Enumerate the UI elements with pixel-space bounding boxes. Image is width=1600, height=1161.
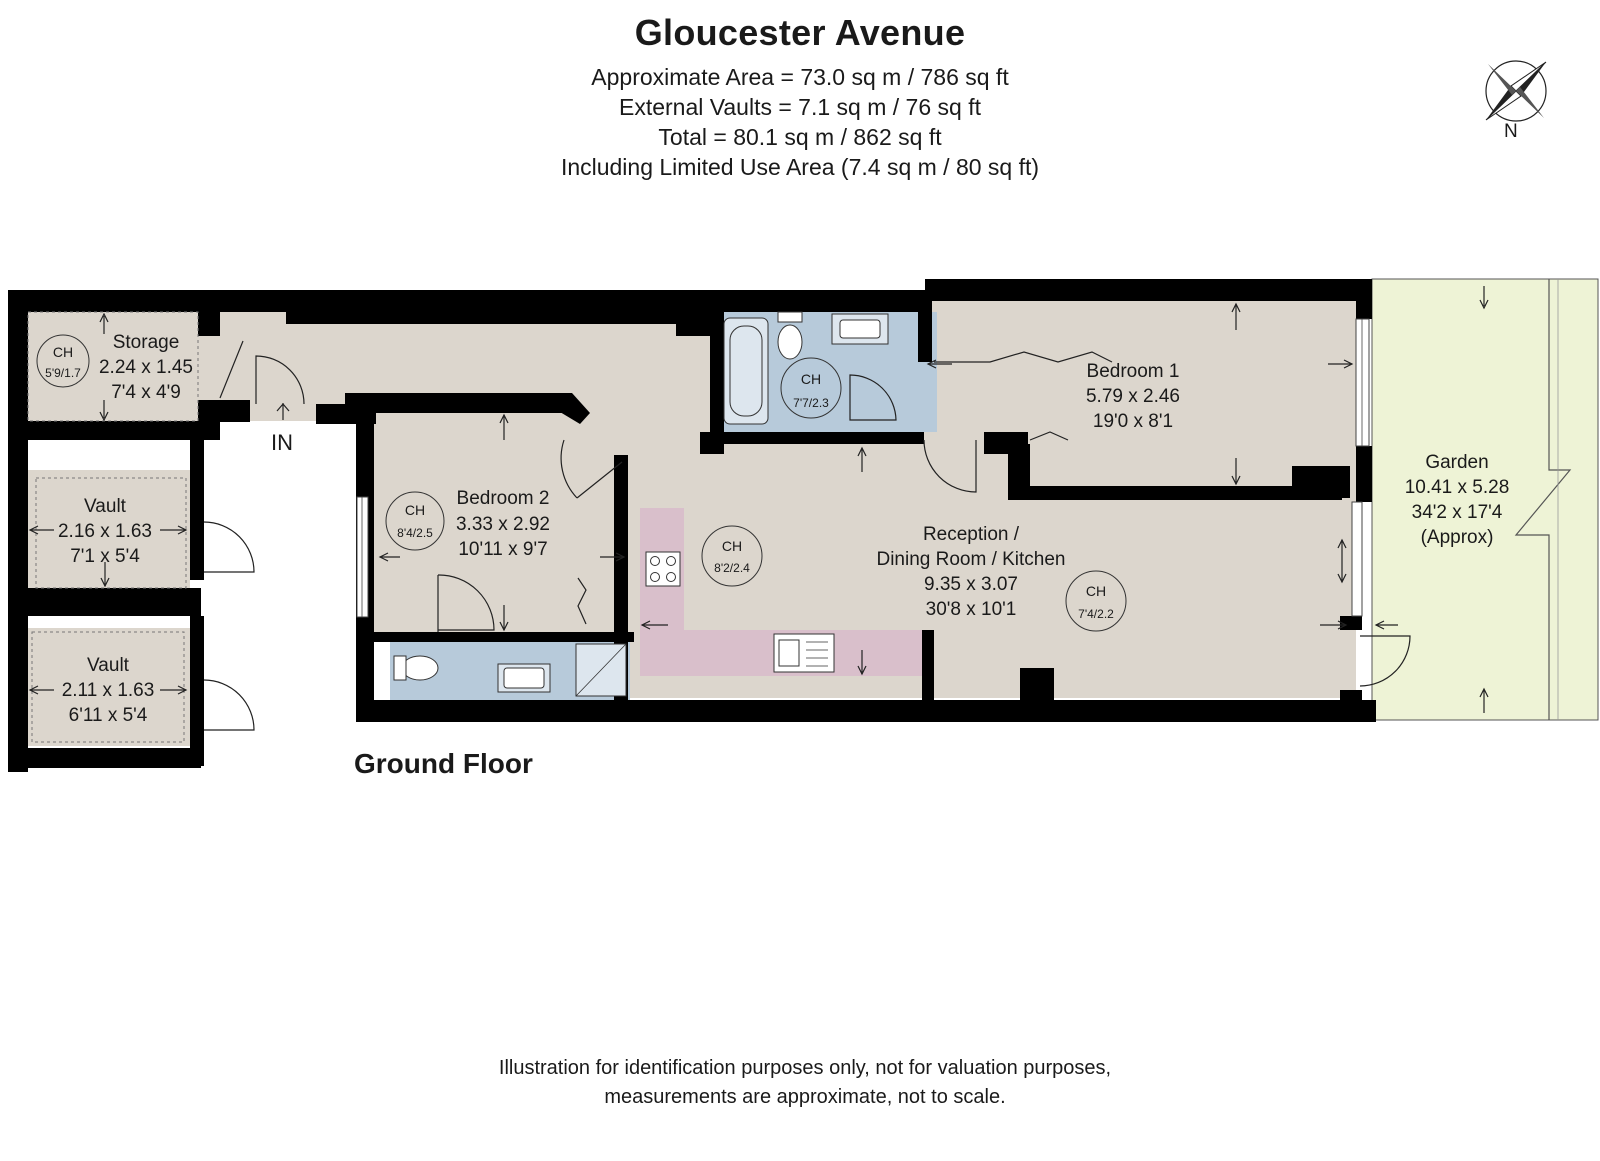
ch-storage [36,334,90,388]
bedroom-1-imperial: 19'0 x 8'1 [1093,411,1173,432]
bedroom-2-metric: 3.33 x 2.92 [456,514,550,535]
area-line-total: Total = 80.1 sq m / 862 sq ft [658,124,942,150]
property-title: Gloucester Avenue [634,12,966,53]
ch-reception [1065,570,1127,632]
ch-hall [701,525,763,587]
vault-2-metric: 2.11 x 1.63 [62,680,155,701]
vault-1-metric: 2.16 x 1.63 [58,521,152,542]
vault-1-imperial: 7'1 x 5'4 [70,546,140,567]
ch-bedroom-2-label: CH [405,502,425,518]
reception-metric: 9.35 x 3.07 [924,574,1018,595]
reception-name-line-1: Reception / [923,524,1020,545]
entrance-label: IN [271,430,293,455]
garden-metric: 10.41 x 5.28 [1405,477,1510,498]
bedroom-1-metric: 5.79 x 2.46 [1086,386,1180,407]
plan-header: Gloucester Avenue Approximate Area = 73.… [0,12,1600,182]
vault-2-name: Vault [87,655,130,676]
ch-bathroom-label: CH [801,371,821,387]
doors [203,340,1113,731]
storage-metric: 2.24 x 1.45 [99,357,193,378]
garden-imperial: 34'2 x 17'4 [1412,502,1503,523]
bedroom-2-name: Bedroom 2 [457,488,550,509]
walls [8,279,1376,772]
bedroom-2-imperial: 10'11 x 9'7 [458,539,547,560]
ch-storage-value: 5'9/1.7 [45,366,81,380]
disclaimer-line-2: measurements are approximate, not to sca… [604,1086,1006,1108]
measurement-arrows [28,302,1354,695]
ch-hall-label: CH [722,538,742,554]
reception-imperial: 30'8 x 10'1 [926,599,1017,620]
ch-bedroom-2-value: 8'4/2.5 [397,526,433,540]
windows [356,318,1370,618]
room-labels: Storage 2.24 x 1.45 7'4 x 4'9 Vault 2.16… [58,332,1509,726]
ch-hall-value: 8'2/2.4 [714,561,750,575]
storage-imperial: 7'4 x 4'9 [111,382,181,403]
vault-2-imperial: 6'11 x 5'4 [69,705,148,726]
ch-bathroom-value: 7'7/2.3 [793,396,829,410]
reception-name-line-2: Dining Room / Kitchen [876,549,1065,570]
ch-bedroom-2 [385,491,445,551]
bedroom-1-name: Bedroom 1 [1087,361,1180,382]
ceiling-height-markers: CH 5'9/1.7 CH 8'4/2.5 CH 7'7/2.3 CH 8'2/… [36,334,1127,632]
area-line-limited-use: Including Limited Use Area (7.4 sq m / 8… [560,154,1040,180]
ch-reception-value: 7'4/2.2 [1078,607,1114,621]
ch-reception-label: CH [1086,583,1106,599]
disclaimer: Illustration for identification purposes… [0,1054,1600,1112]
garden-note: (Approx) [1421,527,1494,548]
ch-storage-label: CH [53,344,73,360]
area-line-approximate: Approximate Area = 73.0 sq m / 786 sq ft [591,64,1009,90]
area-line-vaults: External Vaults = 7.1 sq m / 76 sq ft [618,94,981,120]
ch-bathroom [780,357,842,419]
compass-rose-icon: N [1485,60,1547,142]
compass-north-label: N [1504,121,1518,142]
garden-name: Garden [1425,452,1488,473]
vault-1-name: Vault [84,496,127,517]
garden-area [1359,278,1599,721]
disclaimer-line-1: Illustration for identification purposes… [498,1057,1112,1079]
storage-name: Storage [113,332,180,353]
floor-label: Ground Floor [354,748,533,779]
